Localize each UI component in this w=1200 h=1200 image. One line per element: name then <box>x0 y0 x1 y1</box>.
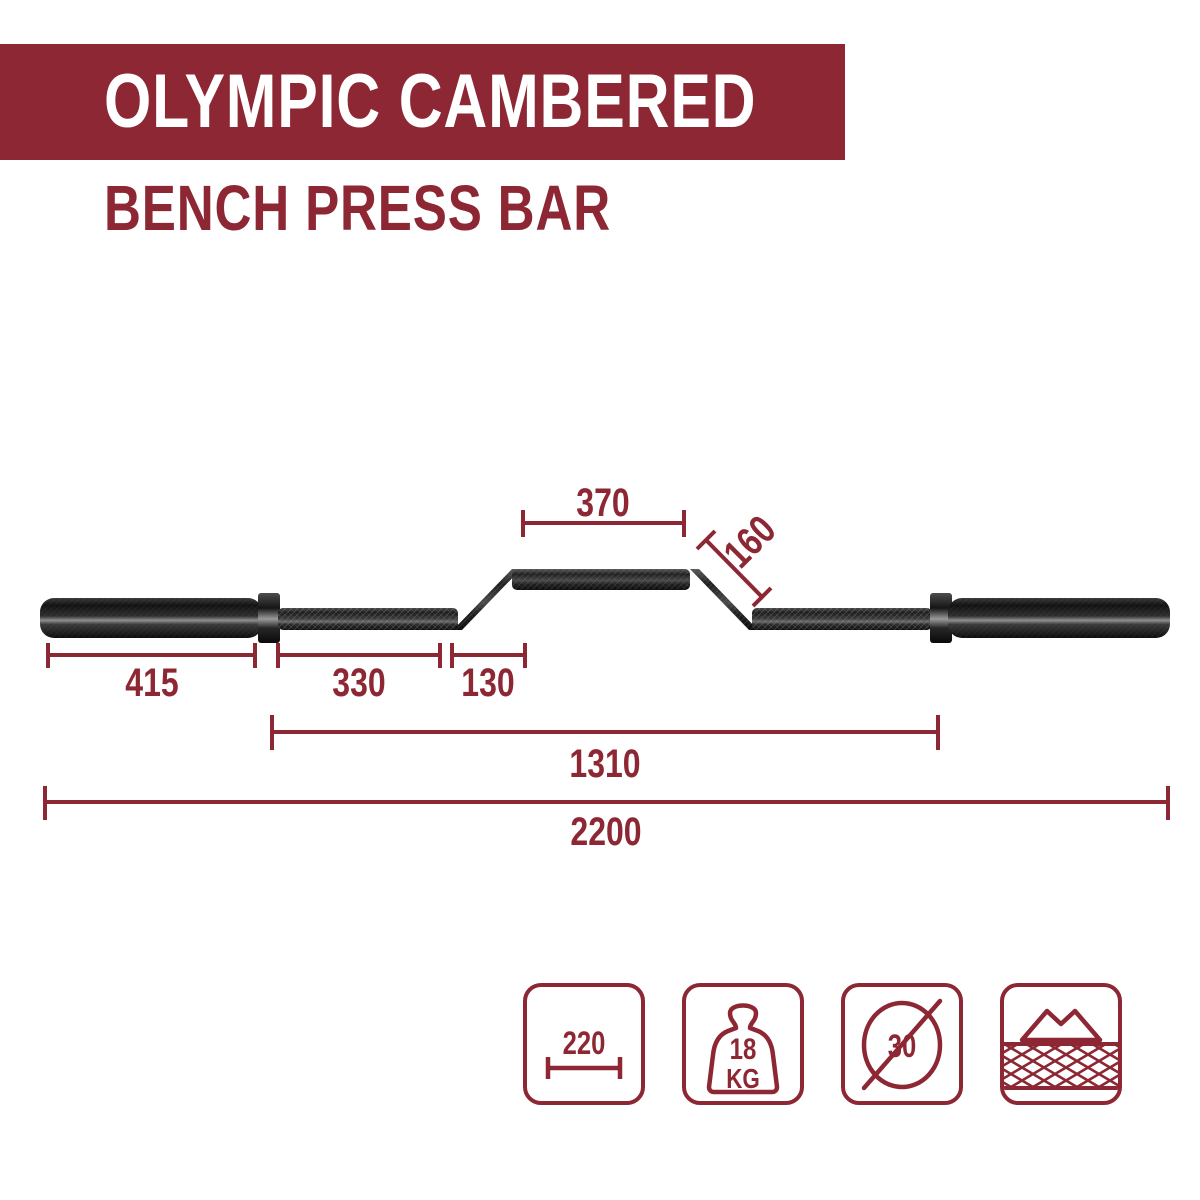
dimension-label-330: 330 <box>332 661 386 705</box>
left-collar <box>258 593 280 643</box>
spec-badge-diameter: 30 <box>841 983 963 1105</box>
title-banner <box>0 44 845 160</box>
right-sleeve <box>948 598 1170 638</box>
right-collar <box>930 593 952 643</box>
dimension-label-130: 130 <box>461 661 515 705</box>
dimension-label-370: 370 <box>576 481 630 525</box>
dimension-width-icon <box>523 983 645 1105</box>
dimension-label-2200: 2200 <box>570 810 642 854</box>
left-shaft <box>278 608 458 630</box>
dimline-1310 <box>270 715 940 750</box>
spec-value-weight: 18 <box>729 1033 757 1066</box>
spec-value-diameter: 30 <box>887 1028 917 1064</box>
spec-badge-weight: 18 KG <box>682 983 804 1105</box>
spec-unit-weight: KG <box>726 1063 760 1094</box>
diameter-circle-icon <box>841 983 963 1105</box>
dimline-370 <box>521 510 686 537</box>
spec-icon-row: 220 18 KG 30 <box>523 983 1123 1107</box>
dimline-415 <box>46 643 257 668</box>
dimline-130 <box>450 643 527 668</box>
right-camber-bend <box>690 569 758 630</box>
dimline-330 <box>276 643 442 668</box>
page-title-line2: BENCH PRESS BAR <box>104 172 611 244</box>
left-sleeve <box>40 598 262 638</box>
camber-top-section <box>512 569 690 590</box>
right-shaft <box>752 608 932 630</box>
knurling-pattern-icon <box>1000 983 1122 1105</box>
spec-badge-sleeve-length: 220 <box>523 983 645 1105</box>
dimline-160 <box>695 529 773 608</box>
dimension-label-415: 415 <box>125 661 179 705</box>
left-camber-bend <box>453 569 521 630</box>
dimline-2200 <box>43 786 1170 820</box>
barbell-illustration <box>40 569 1170 643</box>
dimension-label-1310: 1310 <box>569 742 641 786</box>
spec-value-sleeve-length: 220 <box>562 1025 606 1061</box>
spec-badge-knurling <box>1000 983 1122 1105</box>
page-title-line1: OLYMPIC CAMBERED <box>104 59 757 144</box>
weight-kettlebell-icon <box>682 983 804 1105</box>
